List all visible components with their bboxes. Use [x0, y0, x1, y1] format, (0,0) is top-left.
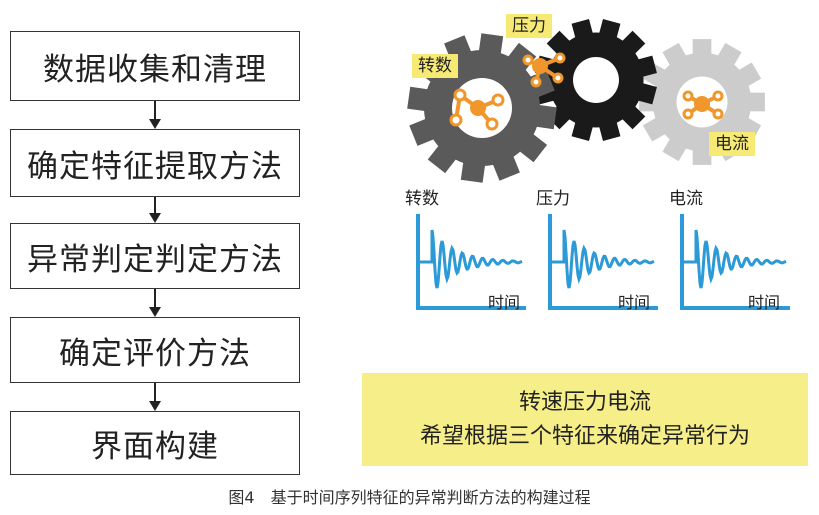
molecule-icon [682, 90, 724, 120]
waveform-plot [416, 214, 526, 310]
flow-step-evaluation: 确定评价方法 [10, 317, 300, 383]
waveform-plot [680, 214, 790, 310]
plot-xlabel: 时间 [748, 293, 781, 312]
gears-illustration [400, 5, 765, 190]
plot-title: 压力 [536, 189, 570, 209]
molecule-icon [522, 52, 566, 88]
gear-label-text: 转数 [418, 56, 452, 76]
plot-waveform [550, 229, 655, 289]
gear-label-pressure: 压力 [506, 14, 552, 39]
summary-box: 转速压力电流 希望根据三个特征来确定异常行为 [362, 373, 808, 466]
flow-step-label: 确定特征提取方法 [27, 148, 283, 185]
gear-label-speed: 转数 [412, 54, 458, 79]
summary-line-1: 转速压力电流 [518, 389, 651, 415]
flow-arrow [149, 383, 161, 411]
gear-label-text: 电流 [715, 134, 749, 154]
plot-axes [416, 214, 526, 310]
flow-step-label: 界面构建 [91, 428, 219, 465]
flow-step-interface: 界面构建 [10, 411, 300, 475]
black-gear [521, 5, 671, 155]
waveform-plot [548, 214, 658, 310]
summary-line-2: 希望根据三个特征来确定异常行为 [419, 423, 750, 449]
flow-arrow [149, 289, 161, 317]
gear-label-current: 电流 [709, 132, 755, 157]
gear-label-text: 压力 [512, 16, 546, 36]
plot-title: 电流 [669, 189, 703, 209]
flow-step-data-collection: 数据收集和清理 [10, 31, 300, 101]
flow-step-label: 数据收集和清理 [43, 51, 267, 88]
plot-xlabel: 时间 [618, 293, 651, 312]
plot-axes [548, 214, 658, 310]
plot-axes [680, 214, 790, 310]
plot-xlabel: 时间 [488, 293, 521, 312]
plot-waveform [682, 229, 787, 289]
flow-step-feature-extraction: 确定特征提取方法 [10, 129, 300, 197]
flow-step-anomaly-judgement: 异常判定判定方法 [10, 223, 300, 289]
flow-step-label: 确定评价方法 [59, 335, 251, 372]
molecule-icon [449, 88, 505, 131]
plot-waveform [418, 229, 523, 289]
flow-arrow [149, 101, 161, 129]
flow-arrow [149, 197, 161, 223]
plot-title: 转数 [405, 189, 439, 209]
flow-step-label: 异常判定判定方法 [27, 241, 283, 278]
figure-caption: 图4 基于时间序列特征的异常判断方法的构建过程 [228, 488, 591, 507]
